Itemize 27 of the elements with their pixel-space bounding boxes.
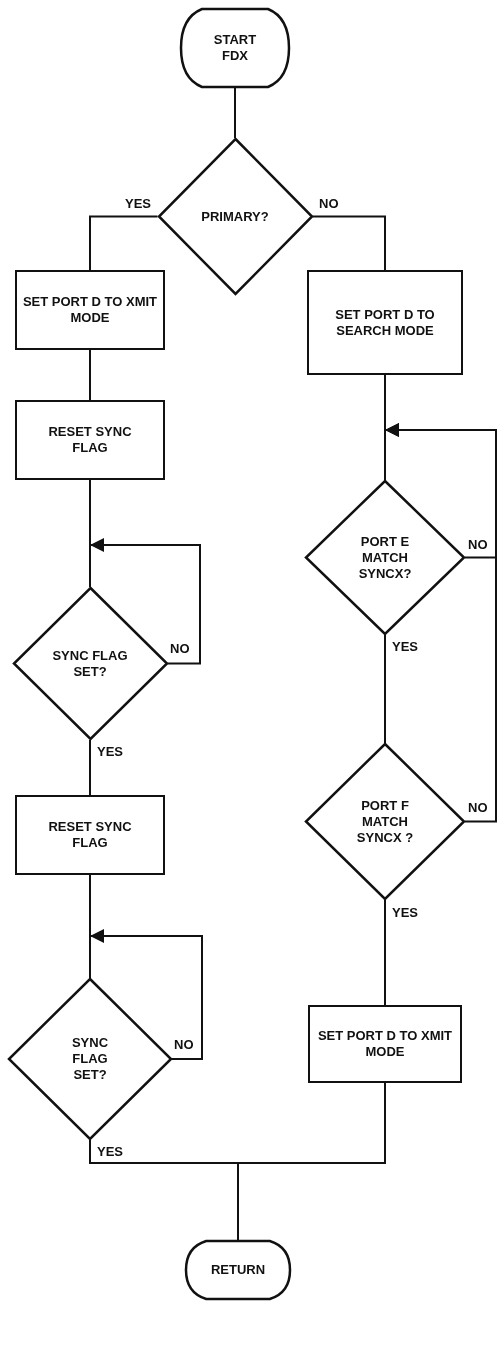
- edge-label: NO: [169, 641, 191, 656]
- node-text: PORT E MATCH SYNCX?: [357, 533, 413, 582]
- node-text: PORT F MATCH SYNCX ?: [355, 797, 415, 846]
- node-text: RESET SYNC FLAG: [47, 819, 133, 851]
- node-text: RETURN: [210, 1262, 266, 1278]
- edge-label: YES: [96, 1144, 124, 1159]
- process-box: [308, 1005, 462, 1083]
- node-text: SET PORT D TO SEARCH MODE: [334, 306, 436, 339]
- edge-label: NO: [467, 800, 489, 815]
- node-text: SET PORT D TO XMIT MODE: [316, 1028, 454, 1060]
- edge-label: YES: [391, 905, 419, 920]
- edge-label: NO: [467, 537, 489, 552]
- node-text: PRIMARY?: [201, 208, 269, 225]
- node-text: SET PORT D TO XMIT MODE: [21, 294, 159, 326]
- edge-label: YES: [96, 744, 124, 759]
- node-text: SYNC FLAG SET?: [51, 647, 129, 680]
- edge-label: NO: [318, 196, 340, 211]
- node-text: START FDX: [212, 32, 258, 64]
- node-text: RESET SYNC FLAG: [47, 424, 133, 456]
- process-box: [15, 270, 165, 350]
- node-text: SYNC FLAG SET?: [70, 1035, 110, 1083]
- process-box: [15, 795, 165, 875]
- edge-label: YES: [391, 639, 419, 654]
- edge-label: YES: [124, 196, 152, 211]
- edge-label: NO: [173, 1037, 195, 1052]
- process-box: [307, 270, 463, 375]
- process-box: [15, 400, 165, 480]
